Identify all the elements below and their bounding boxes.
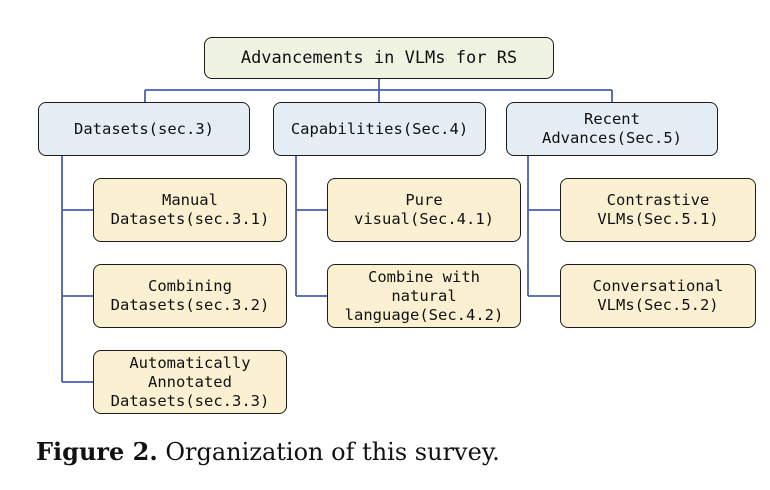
leaf-combine-natural-language: Combine with natural language(Sec.4.2) [327, 264, 521, 328]
figure-caption-text: Organization of this survey. [165, 438, 500, 466]
category-capabilities: Capabilities(Sec.4) [273, 102, 486, 156]
leaf-pure-visual: Pure visual(Sec.4.1) [327, 178, 521, 242]
survey-organization-diagram: Advancements in VLMs for RS Datasets(sec… [38, 37, 756, 414]
figure-caption-label: Figure 2. [36, 437, 158, 466]
root-node: Advancements in VLMs for RS [204, 37, 554, 79]
category-datasets: Datasets(sec.3) [38, 102, 250, 156]
category-recent-advances: Recent Advances(Sec.5) [506, 102, 718, 156]
leaf-conversational-vlms: Conversational VLMs(Sec.5.2) [560, 264, 756, 328]
leaf-contrastive-vlms: Contrastive VLMs(Sec.5.1) [560, 178, 756, 242]
figure-caption: Figure 2. Organization of this survey. [36, 437, 500, 466]
connector-lines [61, 78, 613, 383]
leaf-manual-datasets: Manual Datasets(sec.3.1) [93, 178, 287, 242]
leaf-combining-datasets: Combining Datasets(sec.3.2) [93, 264, 287, 328]
leaf-automatically-annotated-datasets: Automatically Annotated Datasets(sec.3.3… [93, 350, 287, 414]
